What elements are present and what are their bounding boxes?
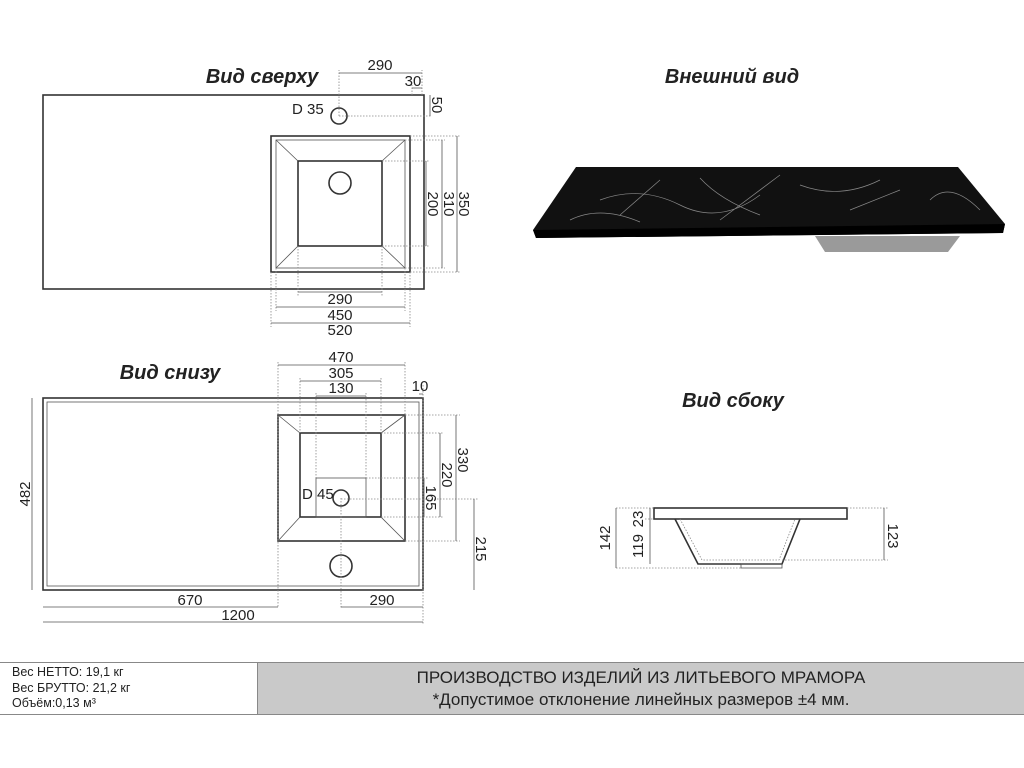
top-countertop-outline: [42, 94, 425, 290]
bottom-view-title: Вид снизу: [120, 362, 221, 384]
net-weight: Вес НЕТТО: 19,1 кг: [12, 665, 124, 679]
side-drain-foot: [740, 563, 783, 569]
side-extension-lines: [616, 507, 888, 569]
dim-200: 200: [424, 191, 441, 216]
bottom-sink-inner: [299, 432, 382, 518]
tolerance-note: *Допустимое отклонение линейных размеров…: [432, 690, 850, 709]
marble-countertop-image: [533, 167, 1005, 238]
dim-670: 670: [177, 592, 202, 609]
dim-123: 123: [884, 523, 901, 548]
dim-10: 10: [412, 378, 429, 395]
top-sink-rim: [275, 139, 406, 269]
side-dimension-lines: [615, 508, 885, 568]
dim-130: 130: [328, 380, 353, 397]
volume: Объём:0,13 м³: [12, 696, 96, 710]
dim-142: 142: [597, 525, 614, 550]
dim-d35: D 35: [292, 101, 324, 118]
side-bowl-inner: [679, 518, 796, 561]
tap-hole-icon: [330, 107, 348, 125]
footer-title-block: Вес НЕТТО: 19,1 кг Вес БРУТТО: 21,2 кг О…: [0, 662, 1024, 715]
drain-hole-icon: [328, 171, 352, 195]
dim-30: 30: [405, 73, 422, 90]
bottom-extension-lines: [277, 362, 478, 625]
side-view: Вид сбоку 142 23 119 123: [597, 390, 901, 569]
top-extension-lines: [270, 70, 460, 327]
bottom-dimension-lines: [31, 364, 475, 623]
bottom-view: Вид снизу 470 305 130 10 330 220 165 215…: [17, 349, 489, 625]
dim-1200: 1200: [221, 607, 254, 624]
marble-veins: [569, 174, 981, 223]
dim-220: 220: [438, 462, 455, 487]
gross-weight: Вес БРУТТО: 21,2 кг: [12, 680, 131, 695]
side-bowl: [674, 518, 801, 565]
top-sink-bottom: [297, 160, 383, 247]
dim-50: 50: [428, 97, 445, 114]
dim-d45: D 45: [302, 486, 334, 503]
product-specs: Вес НЕТТО: 19,1 кг Вес БРУТТО: 21,2 кг О…: [0, 663, 258, 714]
dim-330: 330: [454, 447, 471, 472]
top-sink-bevels: [275, 139, 406, 269]
top-sink-outer: [270, 135, 411, 273]
bottom-inner-edge: [46, 401, 420, 587]
dim-290-tap: 290: [367, 57, 392, 74]
dim-290-bowl: 290: [327, 291, 352, 308]
drain-hole-icon: [332, 489, 350, 507]
dim-310: 310: [440, 191, 457, 216]
bottom-sink-bevels: [277, 414, 406, 542]
bowl-underside: [815, 236, 960, 252]
dim-119: 119: [630, 534, 647, 558]
dim-520: 520: [327, 322, 352, 339]
dim-290-drain: 290: [369, 592, 394, 609]
side-slab: [653, 507, 848, 520]
top-view: Вид сверху 290 30 50 D 35 350 310 200 29…: [42, 57, 472, 339]
side-view-title: Вид сбоку: [682, 390, 785, 412]
dim-215: 215: [472, 536, 489, 561]
dim-165: 165: [422, 485, 439, 510]
top-dimension-lines: [271, 72, 458, 324]
top-view-title: Вид сверху: [206, 66, 319, 88]
exterior-view: Внешний вид: [533, 66, 1005, 252]
footer-heading: ПРОИЗВОДСТВО ИЗДЕЛИЙ ИЗ ЛИТЬЕВОГО МРАМОР…: [416, 668, 866, 687]
dim-482: 482: [17, 481, 34, 506]
dim-23: 23: [630, 511, 647, 528]
countertop-front-edge: [533, 224, 1005, 238]
dim-450: 450: [327, 307, 352, 324]
dim-350: 350: [455, 191, 472, 216]
dim-305: 305: [328, 365, 353, 382]
exterior-view-title: Внешний вид: [665, 66, 799, 88]
manufacturer-note: ПРОИЗВОДСТВО ИЗДЕЛИЙ ИЗ ЛИТЬЕВОГО МРАМОР…: [258, 663, 1024, 714]
dim-470: 470: [328, 349, 353, 366]
